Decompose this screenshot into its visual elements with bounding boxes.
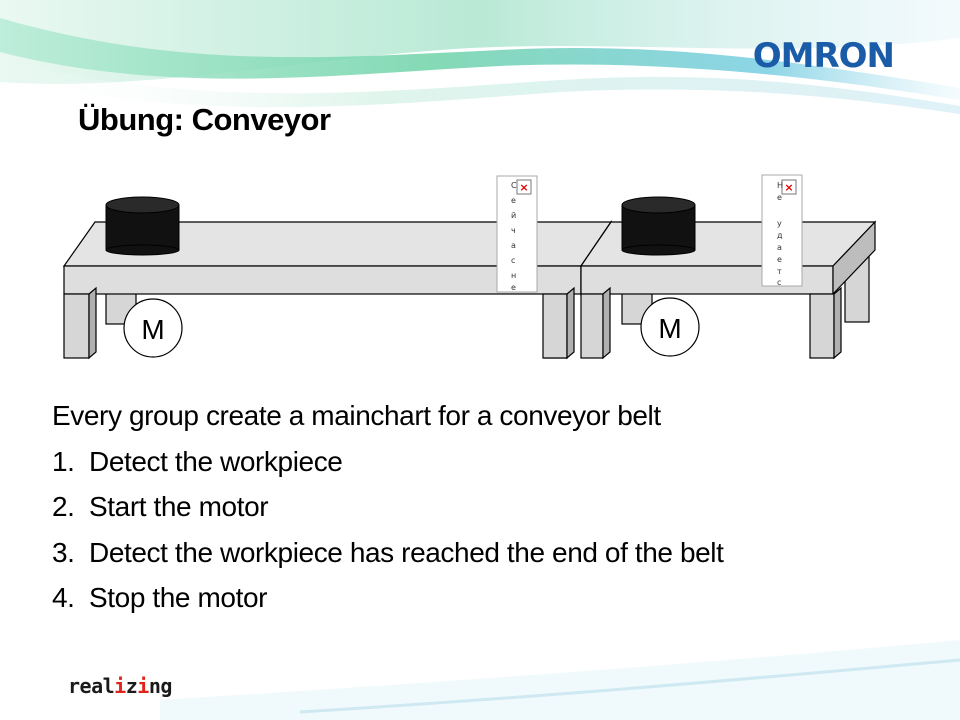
- list-item: 2.Start the motor: [52, 491, 269, 522]
- workpiece-right: [621, 196, 696, 256]
- right-conveyor-front-leg-right: [809, 293, 835, 359]
- list-item: 4.Stop the motor: [52, 582, 268, 613]
- intro-text: Every group create a mainchart for a con…: [52, 400, 661, 431]
- motor-left-label: M: [141, 314, 164, 345]
- right-conveyor-front-leg-left: [580, 293, 604, 359]
- steps-list: 1.Detect the workpiece 2.Start the motor…: [52, 439, 724, 621]
- workpiece-left: [105, 196, 180, 256]
- left-conveyor-front-leg-right: [542, 293, 568, 359]
- close-icon: ×: [784, 181, 793, 194]
- realizing-tagline-logo: realizing: [68, 674, 172, 698]
- omron-logo: OMRON: [752, 36, 895, 76]
- left-conveyor-front-leg-left: [63, 293, 90, 359]
- exercise-instructions: Every group create a mainchart for a con…: [52, 393, 724, 621]
- slide-title: Übung: Conveyor: [78, 102, 331, 137]
- motor-left: M: [123, 298, 183, 358]
- motor-right-label: M: [658, 313, 681, 344]
- close-icon: ×: [519, 181, 528, 194]
- left-conveyor-front-face: [63, 265, 582, 295]
- right-conveyor-side-face: [832, 220, 876, 296]
- list-item: 1.Detect the workpiece: [52, 445, 343, 477]
- list-item: 3.Detect the workpiece has reached the e…: [52, 536, 724, 568]
- motor-right: M: [640, 297, 700, 357]
